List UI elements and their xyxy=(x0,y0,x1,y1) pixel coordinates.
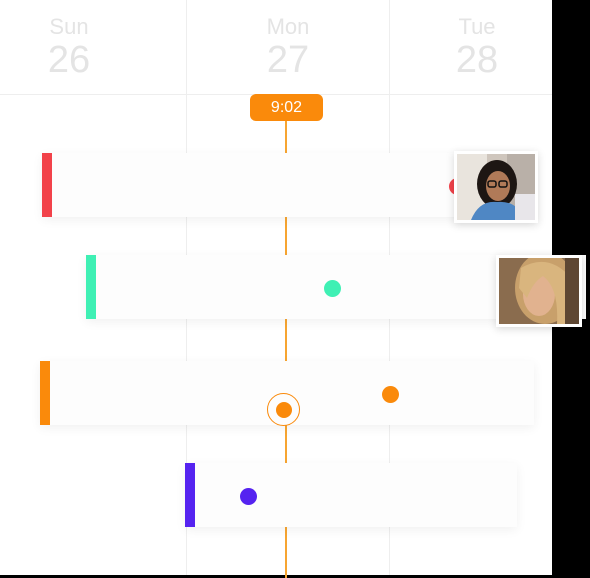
task-dot-green[interactable] xyxy=(324,280,341,297)
day-date: 27 xyxy=(266,39,310,81)
day-name: Mon xyxy=(266,14,310,39)
day-header-sun[interactable]: Sun 26 xyxy=(24,14,114,80)
day-header-tue[interactable]: Tue 28 xyxy=(432,14,522,80)
current-time-badge: 9:02 xyxy=(250,94,323,121)
avatar[interactable] xyxy=(496,255,582,327)
day-date: 28 xyxy=(455,39,499,81)
task-accent-red xyxy=(42,153,52,217)
task-dot-orange[interactable] xyxy=(382,386,399,403)
avatar-blonde-woman-icon xyxy=(499,258,579,324)
task-dot-purple[interactable] xyxy=(240,488,257,505)
task-accent-orange xyxy=(40,361,50,425)
task-accent-purple xyxy=(185,463,195,527)
day-name: Tue xyxy=(458,14,496,39)
day-date: 26 xyxy=(47,39,91,81)
avatar-woman-glasses-icon xyxy=(457,154,535,220)
current-time-marker xyxy=(267,393,300,426)
task-bar[interactable] xyxy=(185,463,517,527)
avatar[interactable] xyxy=(454,151,538,223)
current-time-marker-dot xyxy=(275,401,292,418)
task-accent-green xyxy=(86,255,96,319)
day-header-mon[interactable]: Mon 27 xyxy=(243,14,333,80)
day-name: Sun xyxy=(49,14,89,39)
current-time-line xyxy=(285,118,287,578)
